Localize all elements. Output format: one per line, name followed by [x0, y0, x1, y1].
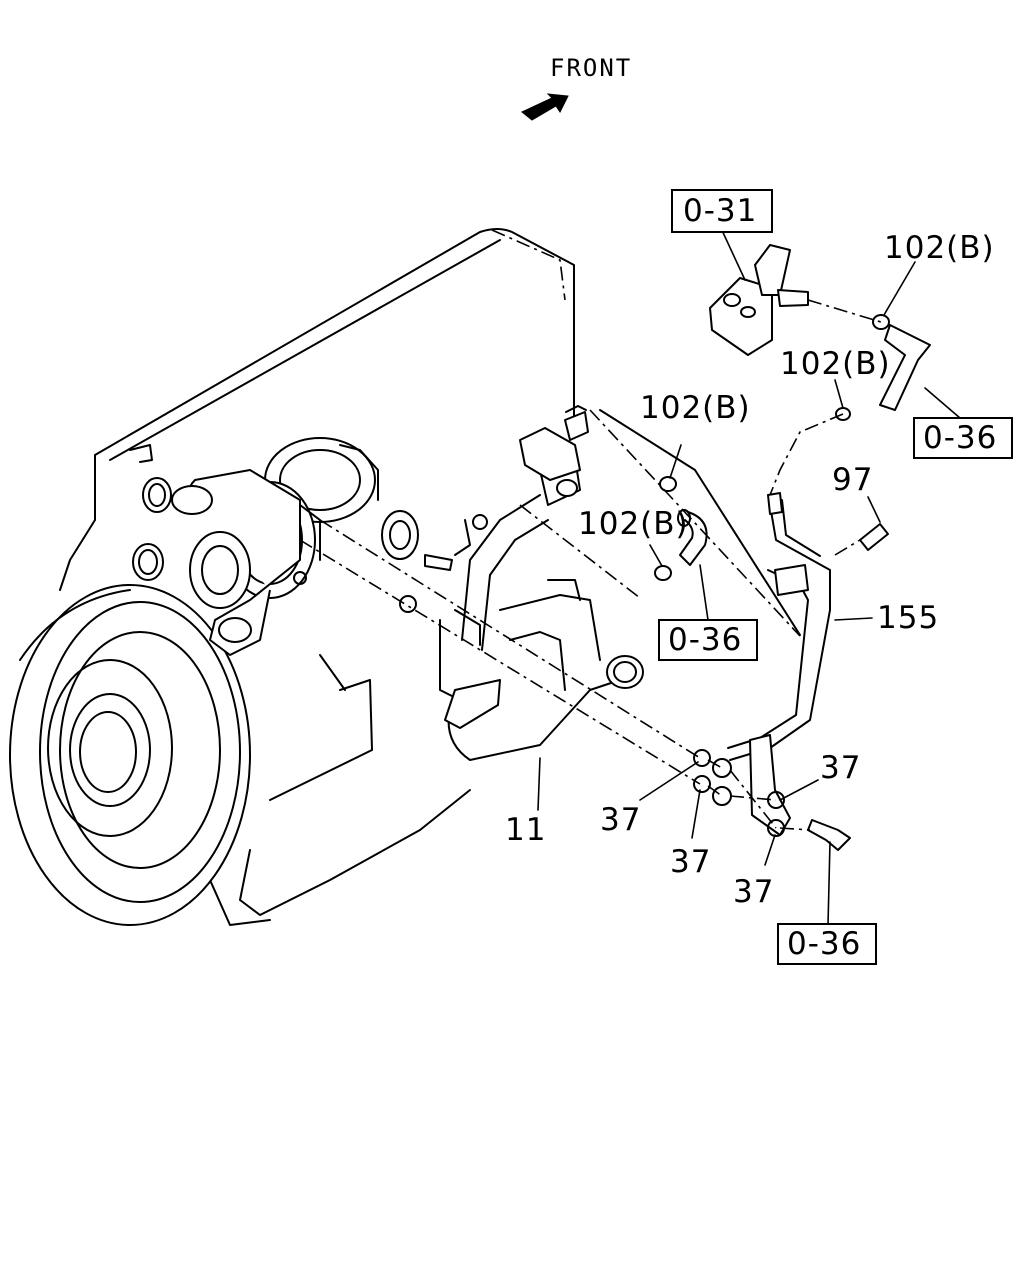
pump-assembly [171, 437, 379, 656]
pipe-155 [727, 492, 831, 836]
ref-box-0-36-b [658, 619, 758, 661]
part-label-102b-d: 102(B) [578, 506, 689, 542]
ref-box-0-36-c [777, 923, 877, 965]
water-pipe-11 [399, 405, 644, 761]
bolt-0-36 [807, 819, 851, 851]
part-label-11: 11 [505, 812, 546, 848]
crank-pulley [9, 584, 251, 926]
ref-0-36-c-label: 0-36 [787, 926, 861, 962]
ref-0-36-b-label: 0-36 [668, 622, 742, 658]
part-label-37-c: 37 [820, 750, 861, 786]
part-label-37-d: 37 [733, 874, 774, 910]
assembly-lines [299, 299, 882, 831]
clamp-102b-a [872, 314, 890, 330]
front-arrow-icon [521, 93, 569, 121]
washer-37-a [693, 749, 711, 767]
clamp-102b-d [654, 565, 672, 581]
part-label-37-a: 37 [600, 802, 641, 838]
part-label-102b-a: 102(B) [884, 230, 995, 266]
ref-box-0-36-a [913, 417, 1013, 459]
leader-lines [537, 225, 961, 926]
washer-37-b [693, 775, 711, 793]
engine-block [59, 228, 575, 926]
part-label-37-b: 37 [670, 844, 711, 880]
part-label-97: 97 [832, 462, 873, 498]
bolt-97 [859, 523, 889, 551]
thermostat-housing [709, 244, 809, 356]
part-label-102b-b: 102(B) [780, 346, 891, 382]
ref-0-36-a-label: 0-36 [923, 420, 997, 456]
eye-bolt-a [712, 758, 732, 778]
clamp-102b-c [659, 476, 677, 492]
ref-0-31-label: 0-31 [683, 193, 757, 229]
part-label-102b-c: 102(B) [640, 390, 751, 426]
part-label-155: 155 [877, 600, 939, 636]
eye-bolt-b [712, 786, 732, 806]
front-label: FRONT [550, 54, 632, 82]
ref-box-0-31 [671, 189, 773, 233]
